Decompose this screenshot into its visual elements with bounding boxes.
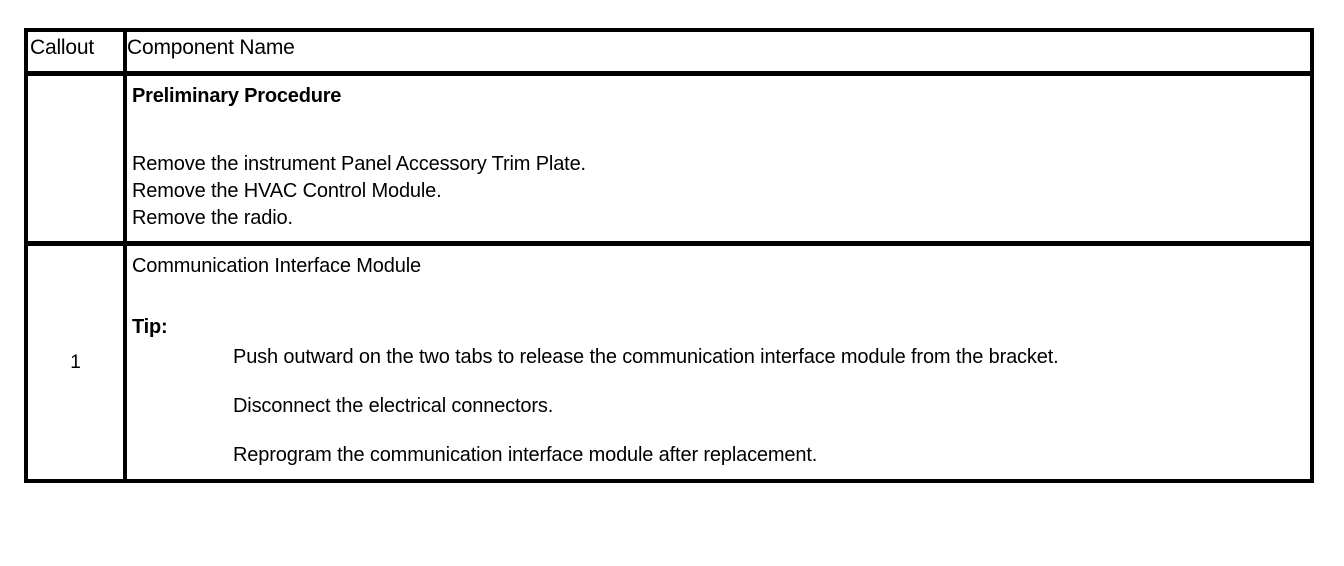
tip-spacer (132, 280, 1310, 314)
callout-cell-1: 1 (24, 241, 127, 483)
table-row-preliminary: Preliminary Procedure Remove the instrum… (24, 71, 1314, 246)
preliminary-step-1: Remove the instrument Panel Accessory Tr… (132, 153, 586, 175)
table-header-row: Callout Component Name (24, 28, 1314, 76)
preliminary-step-3: Remove the radio. (132, 207, 293, 229)
tip-item-list: Push outward on the two tabs to release … (132, 344, 1310, 469)
preliminary-spacer (132, 111, 1310, 151)
component-name-label: Communication Interface Module (132, 255, 421, 277)
table-row-callout-1: 1 Communication Interface Module Tip: Pu… (24, 241, 1314, 483)
tip-item-3: Reprogram the communication interface mo… (233, 444, 818, 466)
preliminary-procedure-title: Preliminary Procedure (132, 85, 342, 107)
tip-item-2: Disconnect the electrical connectors. (233, 395, 554, 417)
component-detail-cell-1: Communication Interface Module Tip: Push… (123, 241, 1314, 483)
column-header-callout: Callout (24, 28, 127, 76)
tip-item-1: Push outward on the two tabs to release … (233, 346, 1059, 368)
preliminary-step-2: Remove the HVAC Control Module. (132, 180, 442, 202)
tip-heading: Tip: (132, 316, 168, 338)
preliminary-procedure-cell: Preliminary Procedure Remove the instrum… (123, 71, 1314, 246)
callout-cell-preliminary (24, 71, 127, 246)
column-header-component-name: Component Name (123, 28, 1314, 76)
service-procedure-table: Callout Component Name Preliminary Proce… (24, 28, 1314, 483)
